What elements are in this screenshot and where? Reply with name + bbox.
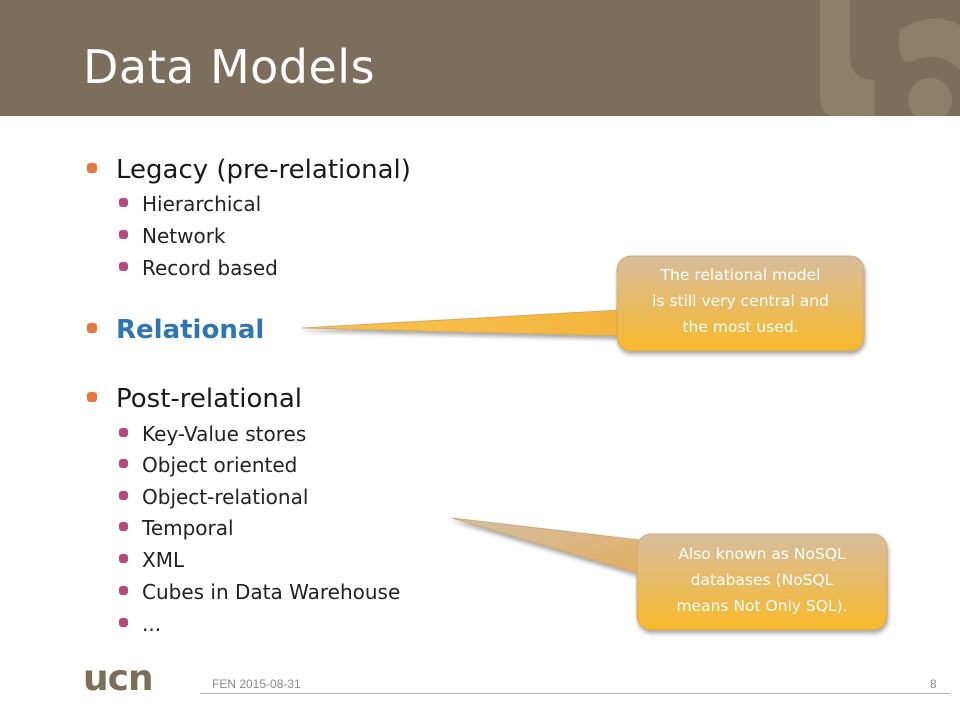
footer-divider — [200, 693, 950, 694]
bullet-icon — [119, 262, 128, 271]
title-bar: Data Models — [0, 0, 960, 116]
list-item: Object-relational — [119, 485, 308, 509]
bullet-icon — [87, 322, 97, 333]
list-item: Network — [119, 224, 226, 248]
list-item: Key-Value stores — [119, 422, 306, 446]
list-item-post-relational: Post-relational — [87, 384, 302, 414]
bullet-icon — [119, 428, 128, 437]
ucn-logo: ucn — [83, 660, 154, 696]
bullet-icon — [119, 522, 128, 531]
bullet-icon — [119, 198, 128, 207]
bullet-icon — [119, 459, 128, 468]
bullet-icon — [119, 230, 128, 239]
footer-date: FEN 2015-08-31 — [212, 677, 301, 691]
svg-text:ucn: ucn — [83, 660, 153, 696]
bullet-icon — [119, 618, 128, 627]
list-item: Cubes in Data Warehouse — [119, 580, 400, 604]
list-item-relational: Relational — [87, 315, 264, 345]
list-item: Temporal — [119, 516, 234, 540]
list-item: XML — [119, 548, 184, 572]
bullet-icon — [119, 586, 128, 595]
page-title: Data Models — [83, 40, 376, 94]
relational-callout-text: The relational model is still very centr… — [652, 266, 829, 336]
list-item: Hierarchical — [119, 192, 261, 216]
bullet-icon — [87, 391, 97, 402]
bullet-icon — [119, 491, 128, 500]
list-item-legacy: Legacy (pre-relational) — [87, 155, 411, 185]
list-item: Object oriented — [119, 453, 297, 477]
bullet-icon — [87, 162, 97, 173]
page-number: 8 — [930, 677, 937, 691]
decorative-shapes-icon — [820, 0, 960, 116]
list-item: Record based — [119, 256, 278, 280]
list-item: ... — [119, 612, 161, 636]
nosql-callout-text: Also known as NoSQL databases (NoSQL mea… — [676, 545, 848, 615]
bullet-icon — [119, 554, 128, 563]
